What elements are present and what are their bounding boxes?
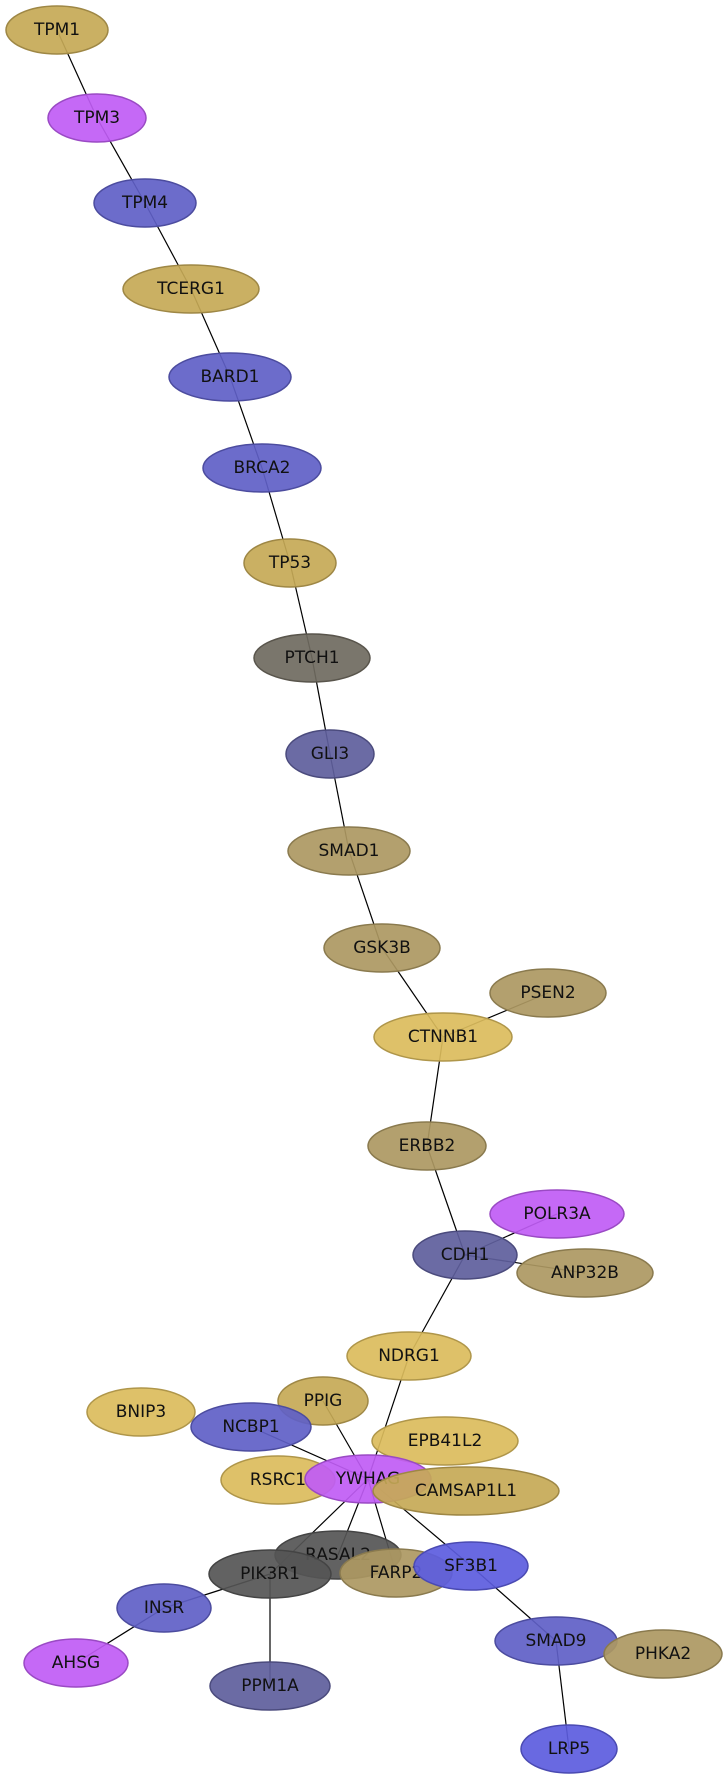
node-label: PSEN2 [520,983,575,1003]
node-epb41l2[interactable]: EPB41L2 [371,1416,519,1466]
node-ellipse[interactable] [373,1012,513,1062]
node-label: GSK3B [353,938,411,958]
node-gli3[interactable]: GLI3 [285,729,375,779]
node-ellipse[interactable] [412,1230,518,1280]
node-anp32b[interactable]: ANP32B [516,1248,654,1298]
node-ellipse[interactable] [372,1466,560,1516]
node-ellipse[interactable] [208,1549,332,1599]
node-pik3r1[interactable]: PIK3R1 [208,1549,332,1599]
node-label: AHSG [52,1653,100,1673]
node-label: PHKA2 [635,1644,691,1664]
node-ndrg1[interactable]: NDRG1 [346,1331,472,1381]
node-ellipse[interactable] [93,178,197,228]
node-label: PTCH1 [284,648,339,668]
node-sf3b1[interactable]: SF3B1 [413,1541,529,1591]
node-phka2[interactable]: PHKA2 [603,1629,723,1679]
node-ppm1a[interactable]: PPM1A [209,1661,331,1711]
node-label: NCBP1 [222,1417,279,1437]
node-ellipse[interactable] [516,1248,654,1298]
node-label: CAMSAP1L1 [415,1481,517,1501]
node-label: CDH1 [441,1245,490,1265]
node-ellipse[interactable] [371,1416,519,1466]
node-ellipse[interactable] [253,633,371,683]
node-ellipse[interactable] [243,538,337,588]
node-brca2[interactable]: BRCA2 [202,443,322,493]
nodes-layer: TPM1TPM3TPM4TCERG1BARD1BRCA2TP53PTCH1GLI… [5,5,723,1774]
node-ahsg[interactable]: AHSG [23,1638,129,1688]
node-label: GLI3 [311,744,349,764]
node-ellipse[interactable] [520,1724,618,1774]
node-ellipse[interactable] [23,1638,129,1688]
node-label: EPB41L2 [408,1431,483,1451]
node-label: POLR3A [523,1204,591,1224]
node-label: SMAD9 [526,1631,587,1651]
node-ptch1[interactable]: PTCH1 [253,633,371,683]
node-ellipse[interactable] [367,1121,487,1171]
node-psen2[interactable]: PSEN2 [489,968,607,1018]
node-ellipse[interactable] [285,729,375,779]
node-bard1[interactable]: BARD1 [168,352,292,402]
node-gsk3b[interactable]: GSK3B [323,923,441,973]
node-ellipse[interactable] [413,1541,529,1591]
node-cdh1[interactable]: CDH1 [412,1230,518,1280]
node-ctnnb1[interactable]: CTNNB1 [373,1012,513,1062]
node-tpm3[interactable]: TPM3 [47,93,147,143]
node-label: TPM3 [73,108,120,128]
node-bnip3[interactable]: BNIP3 [86,1387,196,1437]
node-ellipse[interactable] [122,264,260,314]
node-label: PPIG [304,1391,343,1411]
node-ellipse[interactable] [209,1661,331,1711]
node-ellipse[interactable] [202,443,322,493]
node-ellipse[interactable] [190,1402,312,1452]
node-label: CTNNB1 [408,1027,478,1047]
node-smad1[interactable]: SMAD1 [287,826,411,876]
node-ellipse[interactable] [5,5,109,55]
node-ellipse[interactable] [47,93,147,143]
node-label: TCERG1 [156,279,225,299]
node-smad9[interactable]: SMAD9 [494,1616,618,1666]
node-ncbp1[interactable]: NCBP1 [190,1402,312,1452]
node-ellipse[interactable] [168,352,292,402]
node-camsap1l1[interactable]: CAMSAP1L1 [372,1466,560,1516]
node-label: TP53 [268,553,311,573]
node-ellipse[interactable] [287,826,411,876]
node-tpm4[interactable]: TPM4 [93,178,197,228]
node-label: RSRC1 [250,1470,306,1490]
node-ellipse[interactable] [116,1583,212,1633]
node-ellipse[interactable] [346,1331,472,1381]
node-tcerg1[interactable]: TCERG1 [122,264,260,314]
node-polr3a[interactable]: POLR3A [489,1189,625,1239]
node-label: PIK3R1 [240,1564,300,1584]
node-tp53[interactable]: TP53 [243,538,337,588]
node-label: NDRG1 [378,1346,440,1366]
node-label: BNIP3 [116,1402,166,1422]
node-ellipse[interactable] [603,1629,723,1679]
node-ellipse[interactable] [489,1189,625,1239]
node-label: BRCA2 [234,458,291,478]
node-ellipse[interactable] [323,923,441,973]
node-ellipse[interactable] [86,1387,196,1437]
node-label: TPM1 [33,20,80,40]
node-label: ERBB2 [399,1136,456,1156]
node-tpm1[interactable]: TPM1 [5,5,109,55]
node-label: INSR [144,1598,185,1618]
node-erbb2[interactable]: ERBB2 [367,1121,487,1171]
node-lrp5[interactable]: LRP5 [520,1724,618,1774]
node-label: LRP5 [548,1739,590,1759]
node-label: SF3B1 [444,1556,498,1576]
node-label: ANP32B [551,1263,619,1283]
node-label: SMAD1 [319,841,380,861]
node-ellipse[interactable] [489,968,607,1018]
node-insr[interactable]: INSR [116,1583,212,1633]
node-label: BARD1 [200,367,259,387]
node-label: TPM4 [121,193,168,213]
node-label: FARP2 [370,1563,423,1583]
node-label: PPM1A [241,1676,299,1696]
